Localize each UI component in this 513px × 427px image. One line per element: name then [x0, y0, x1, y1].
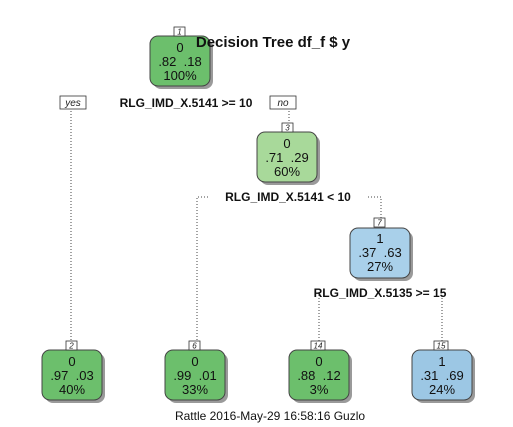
yes-label: yes: [59, 95, 87, 110]
edge-3-7: [368, 196, 382, 222]
tree-node-3: 3 0 .71 .29 60%: [256, 122, 320, 185]
diagram-title: Decision Tree df_f $ y: [196, 34, 351, 51]
no-label-box: [269, 95, 297, 110]
node-id: 14: [314, 342, 323, 351]
node-class: 0: [283, 136, 290, 151]
tree-node-1: 1 0 .82 .18 100%: [149, 26, 213, 89]
edge-3-6: [196, 196, 208, 345]
node-class: 1: [376, 231, 383, 246]
tree-node-15: 15 1 .31 .69 24%: [411, 340, 475, 403]
tree-node-6: 6 0 .99 .01 33%: [164, 340, 228, 403]
node-id-box: [310, 340, 326, 351]
node-percent: 40%: [59, 382, 85, 397]
node-probs: .71 .29: [265, 150, 308, 165]
node-probs: .82 .18: [158, 54, 201, 69]
split-label-node-3: RLG_IMD_X.5141 < 10: [225, 190, 351, 204]
node-percent: 24%: [429, 382, 455, 397]
node-probs: .88 .12: [297, 368, 340, 383]
node-id: 3: [285, 124, 290, 133]
node-id-box: [373, 217, 386, 228]
node-class: 0: [191, 354, 198, 369]
node-id-box: [173, 26, 186, 37]
tree-node-2: 2 0 .97 .03 40%: [41, 340, 105, 403]
node-id-box: [188, 340, 201, 351]
node-class: 0: [68, 354, 75, 369]
no-label: no: [269, 95, 297, 110]
node-probs: .97 .03: [50, 368, 93, 383]
node-percent: 60%: [274, 164, 300, 179]
node-probs: .31 .69: [420, 368, 463, 383]
node-percent: 27%: [367, 259, 393, 274]
node-percent: 33%: [182, 382, 208, 397]
node-id: 15: [437, 342, 446, 351]
node-id-box: [433, 340, 449, 351]
node-percent: 100%: [163, 68, 197, 83]
tree-edges: [70, 102, 443, 345]
split-label-root: RLG_IMD_X.5141 >= 10: [120, 96, 253, 110]
node-id: 7: [377, 219, 382, 228]
node-id: 1: [177, 28, 181, 37]
tree-node-7: 7 1 .37 .63 27%: [349, 217, 413, 281]
edge-1-2: [70, 102, 75, 345]
node-class: 0: [176, 40, 183, 55]
footer-timestamp: Rattle 2016-May-29 16:58:16 Guzlo: [175, 409, 365, 423]
node-id: 6: [192, 342, 197, 351]
node-probs: .99 .01: [173, 368, 216, 383]
split-label-node-7: RLG_IMD_X.5135 >= 15: [314, 286, 447, 300]
node-class: 1: [438, 354, 445, 369]
node-id-box: [281, 122, 294, 133]
node-box: [349, 227, 411, 279]
node-percent: 3%: [310, 382, 329, 397]
node-id: 2: [68, 342, 74, 351]
node-id-box: [65, 340, 78, 351]
yes-label-box: [59, 95, 87, 110]
node-class: 0: [315, 354, 322, 369]
yes-label-text: yes: [64, 98, 81, 109]
node-probs: .37 .63: [358, 245, 401, 260]
tree-node-14: 14 0 .88 .12 3%: [288, 340, 352, 403]
no-label-text: no: [277, 98, 289, 109]
